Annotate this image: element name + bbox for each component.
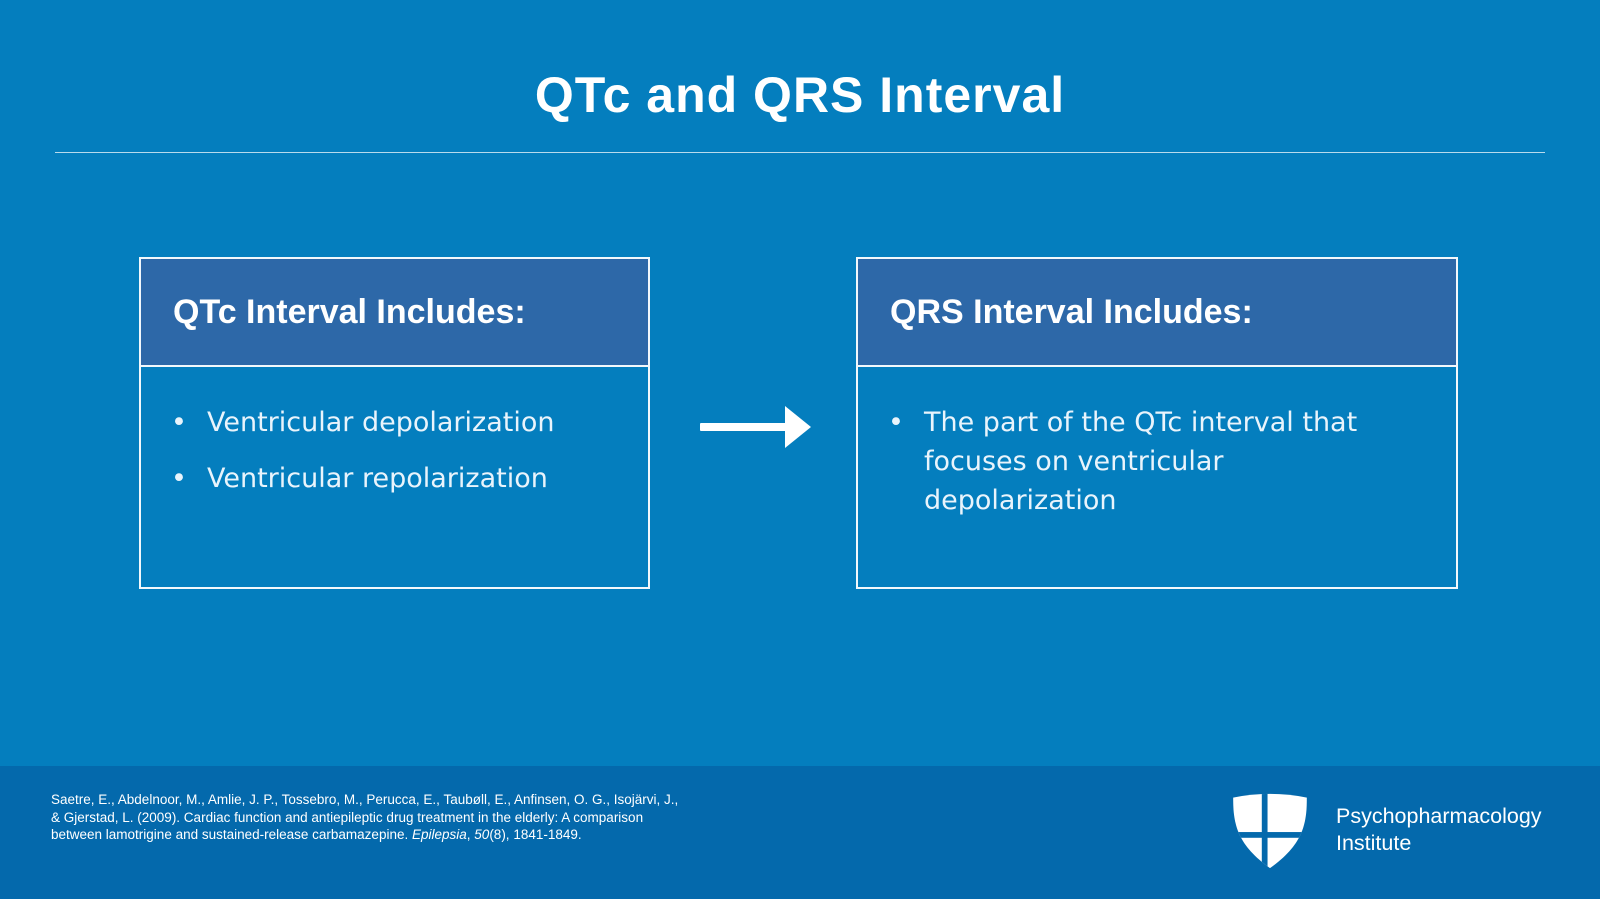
qtc-box-body: • Ventricular depolarization • Ventricul… [141,367,648,498]
bullet-icon: • [171,463,187,494]
citation-line1: Saetre, E., Abdelnoor, M., Amlie, J. P.,… [51,792,679,807]
bullet-text: The part of the QTc interval that focuse… [924,407,1358,516]
qtc-box: QTc Interval Includes: • Ventricular dep… [139,257,650,589]
bullet-icon: • [171,407,187,438]
qtc-box-header: QTc Interval Includes: [141,259,648,367]
citation-line2: & Gjerstad, L. (2009). Cardiac function … [51,809,644,825]
right-arrow-icon [700,406,811,448]
citation-pages: (8), 1841-1849. [489,827,582,843]
bullet-icon: • [888,407,904,438]
title-divider [55,152,1545,153]
logo-text-line1: Psychopharmacology [1336,804,1542,828]
list-item: • Ventricular repolarization [171,459,628,498]
logo-text: Psychopharmacology Institute [1336,803,1542,857]
qrs-box-header: QRS Interval Includes: [858,259,1456,367]
list-item: • The part of the QTc interval that focu… [888,403,1436,520]
logo: Psychopharmacology Institute [1229,790,1542,870]
citation-line3: between lamotrigine and sustained-releas… [51,827,412,843]
citation-journal-name: Epilepsia [411,827,467,843]
qrs-box-body: • The part of the QTc interval that focu… [858,367,1456,520]
qrs-box-header-label: QRS Interval Includes: [890,292,1253,331]
citation-separator: , [466,827,475,843]
bullet-text: Ventricular depolarization [207,407,555,438]
bullet-text: Ventricular repolarization [207,463,548,494]
logo-text-line2: Institute [1336,831,1412,855]
shield-logo-icon [1233,793,1307,869]
qrs-box: QRS Interval Includes: • The part of the… [856,257,1458,589]
citation-volume: 50 [474,827,490,843]
footer: Saetre, E., Abdelnoor, M., Amlie, J. P.,… [0,766,1600,899]
qtc-box-header-label: QTc Interval Includes: [173,292,526,331]
page-title: QTc and QRS Interval [534,67,1066,123]
citation: Saetre, E., Abdelnoor, M., Amlie, J. P.,… [51,791,678,844]
list-item: • Ventricular depolarization [171,403,628,442]
